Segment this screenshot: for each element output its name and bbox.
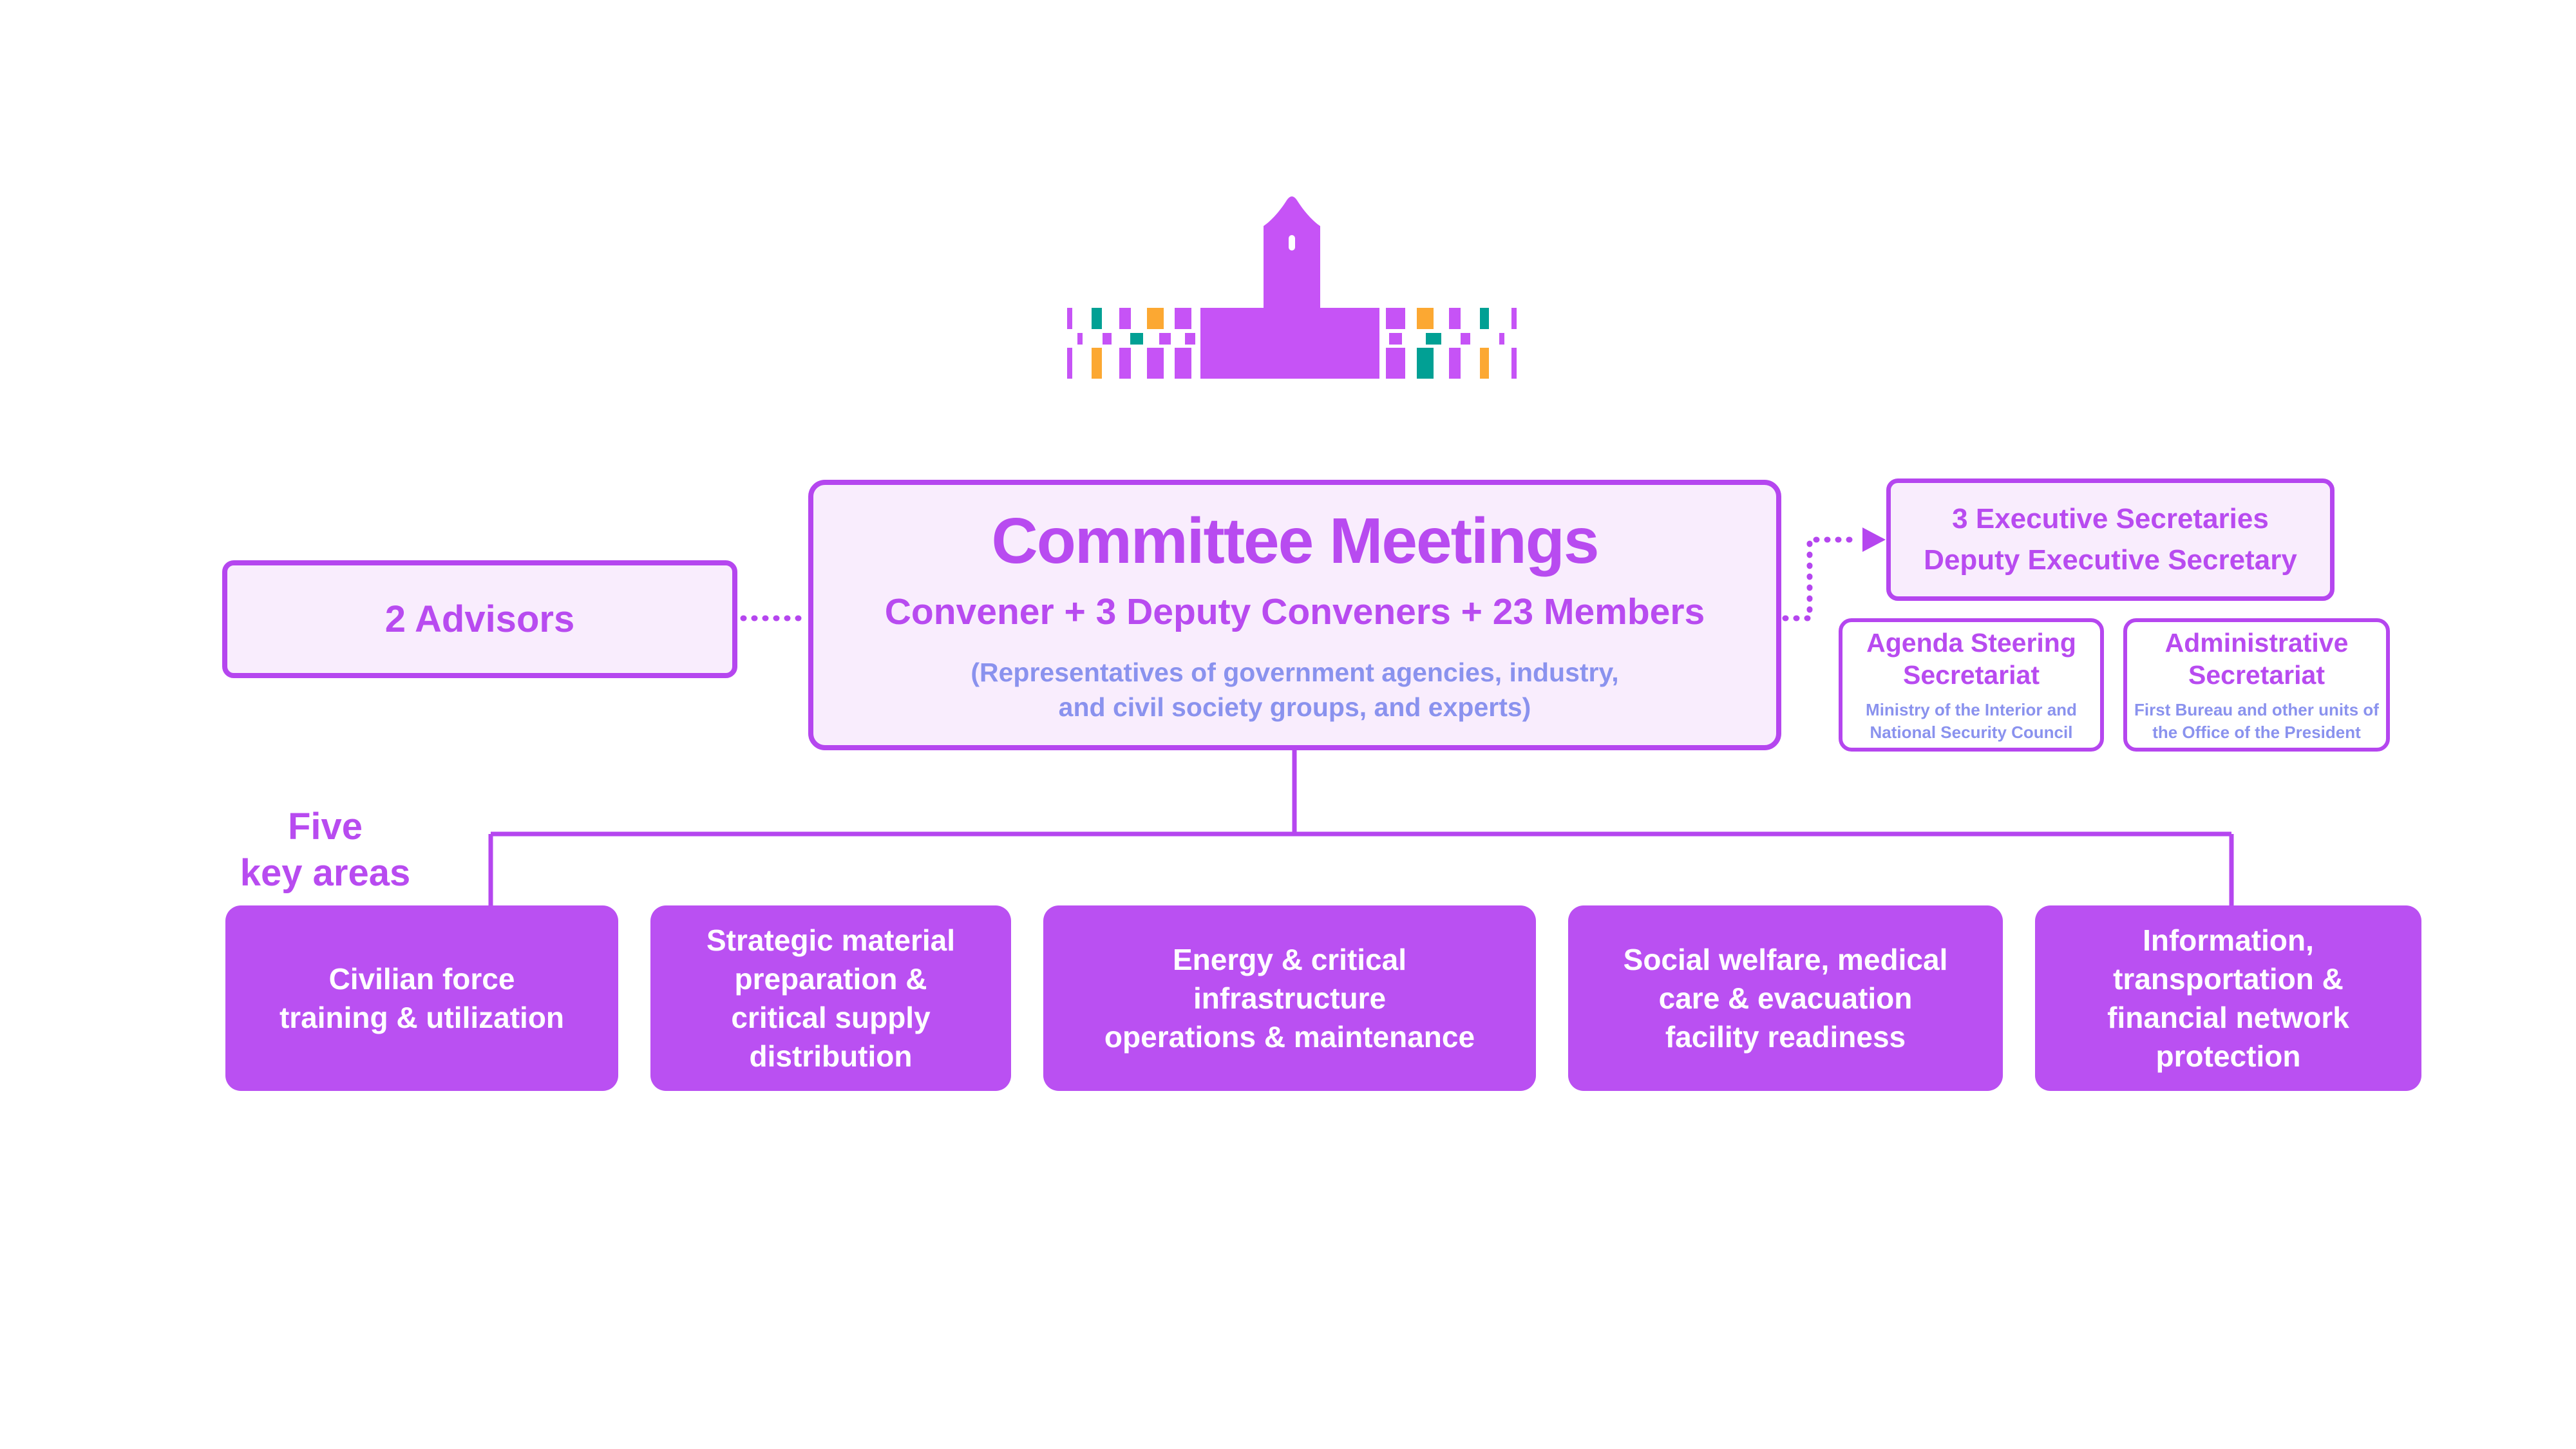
committee-note-line: and civil society groups, and experts) <box>1058 692 1531 722</box>
glitch-stripes-row-bottom <box>1067 348 1517 379</box>
key-area-line: Information, <box>2143 923 2314 957</box>
advisors-box: 2 Advisors <box>222 560 737 678</box>
five-key-areas-label-line: Five <box>287 806 363 848</box>
admin-title-line: Secretariat <box>2188 659 2325 690</box>
arrow-right-icon <box>1862 527 1886 552</box>
glitch-stripes-row-top <box>1067 308 1517 329</box>
secretaries-line: 3 Executive Secretaries <box>1952 503 2269 535</box>
administrative-secretariat-box: Administrative Secretariat First Bureau … <box>2123 618 2390 752</box>
building-tower <box>1264 196 1320 312</box>
key-area-line: preparation & <box>734 962 927 996</box>
key-area-line: Energy & critical <box>1172 943 1407 976</box>
committee-note: (Representatives of government agencies,… <box>971 655 1618 724</box>
agenda-title-line: Agenda Steering <box>1866 627 2076 658</box>
admin-title: Administrative Secretariat <box>2165 627 2349 691</box>
committee-note-line: (Representatives of government agencies,… <box>971 658 1619 687</box>
key-area-line: critical supply <box>731 1001 931 1034</box>
glitch-stripes-row-middle <box>1077 333 1504 345</box>
key-area-line: Social welfare, medical <box>1623 943 1948 976</box>
executive-secretaries-box: 3 Executive Secretaries Deputy Executive… <box>1886 478 2334 601</box>
admin-note-line: First Bureau and other units of <box>2134 699 2379 719</box>
agenda-steering-secretariat-box: Agenda Steering Secretariat Ministry of … <box>1839 618 2104 752</box>
agenda-title-line: Secretariat <box>1903 659 2040 690</box>
key-area-box-social-welfare: Social welfare, medical care & evacuatio… <box>1568 905 2003 1091</box>
key-area-line: distribution <box>749 1039 913 1073</box>
committee-subtitle: Convener + 3 Deputy Conveners + 23 Membe… <box>884 591 1705 632</box>
key-area-line: protection <box>2155 1039 2301 1073</box>
key-area-line: training & utilization <box>279 1001 565 1034</box>
key-area-line: operations & maintenance <box>1104 1020 1475 1054</box>
agenda-note-line: National Security Council <box>1870 722 2073 742</box>
five-key-areas-label: Five key areas <box>196 804 454 896</box>
agenda-note: Ministry of the Interior and National Se… <box>1866 699 2077 744</box>
agenda-note-line: Ministry of the Interior and <box>1866 699 2077 719</box>
admin-note-line: the Office of the President <box>2152 722 2361 742</box>
advisors-label: 2 Advisors <box>384 598 575 640</box>
key-area-line: transportation & <box>2113 962 2344 996</box>
building-base <box>1200 308 1379 379</box>
secretaries-dotted-connector <box>1782 536 1862 621</box>
key-area-line: facility readiness <box>1665 1020 1906 1054</box>
key-area-box-strategic-material: Strategic material preparation & critica… <box>650 905 1011 1091</box>
committee-title: Committee Meetings <box>991 505 1600 577</box>
key-area-line: financial network <box>2107 1001 2349 1034</box>
presidential-building-logo <box>1067 196 1517 379</box>
agenda-title: Agenda Steering Secretariat <box>1866 627 2076 691</box>
key-area-line: care & evacuation <box>1658 981 1913 1015</box>
key-area-box-information-networks: Information, transportation & financial … <box>2035 905 2421 1091</box>
key-area-line: Civilian force <box>328 962 515 996</box>
key-area-line: infrastructure <box>1193 981 1387 1015</box>
admin-title-line: Administrative <box>2164 627 2349 658</box>
five-key-areas-label-line: key areas <box>240 852 411 894</box>
secretaries-line: Deputy Executive Secretary <box>1924 544 2297 576</box>
key-area-line: Strategic material <box>706 923 956 957</box>
admin-note: First Bureau and other units of the Offi… <box>2134 699 2379 744</box>
key-area-box-energy-infrastructure: Energy & critical infrastructure operati… <box>1043 905 1536 1091</box>
committee-meetings-box: Committee Meetings Convener + 3 Deputy C… <box>808 480 1781 750</box>
key-area-box-civilian-force: Civilian force training & utilization <box>225 905 618 1091</box>
tree-connector <box>488 750 2234 909</box>
